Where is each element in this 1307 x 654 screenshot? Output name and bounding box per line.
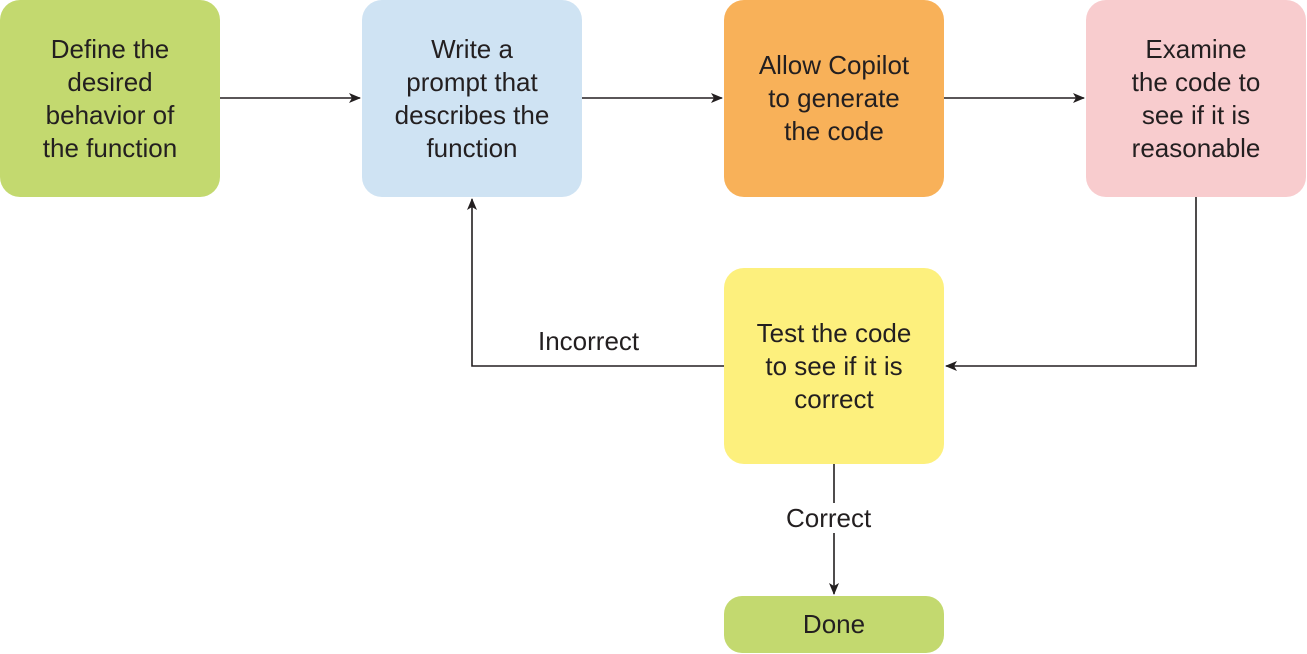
arrow-test-to-prompt-incorrect xyxy=(467,198,724,367)
step-examine-code-label: Examine the code to see if it is reasona… xyxy=(1131,33,1261,163)
step-generate-code-label: Allow Copilot to generate the code xyxy=(758,50,910,146)
step-test-code: Test the code to see if it is correct xyxy=(724,268,944,464)
step-define-behavior: Define the desired behavior of the funct… xyxy=(0,0,220,197)
step-write-prompt-label: Write a prompt that describes the functi… xyxy=(394,33,550,163)
edge-label-correct: Correct xyxy=(784,503,874,533)
step-generate-code: Allow Copilot to generate the code xyxy=(724,0,944,197)
edge-label-incorrect: Incorrect xyxy=(538,326,640,356)
step-examine-code: Examine the code to see if it is reasona… xyxy=(1086,0,1306,197)
step-define-behavior-label: Define the desired behavior of the funct… xyxy=(42,33,178,163)
step-write-prompt: Write a prompt that describes the functi… xyxy=(362,0,582,197)
arrow-examine-to-test xyxy=(945,197,1197,371)
step-done: Done xyxy=(724,596,944,653)
step-test-code-label: Test the code to see if it is correct xyxy=(756,317,912,414)
step-done-label: Done xyxy=(802,609,866,639)
